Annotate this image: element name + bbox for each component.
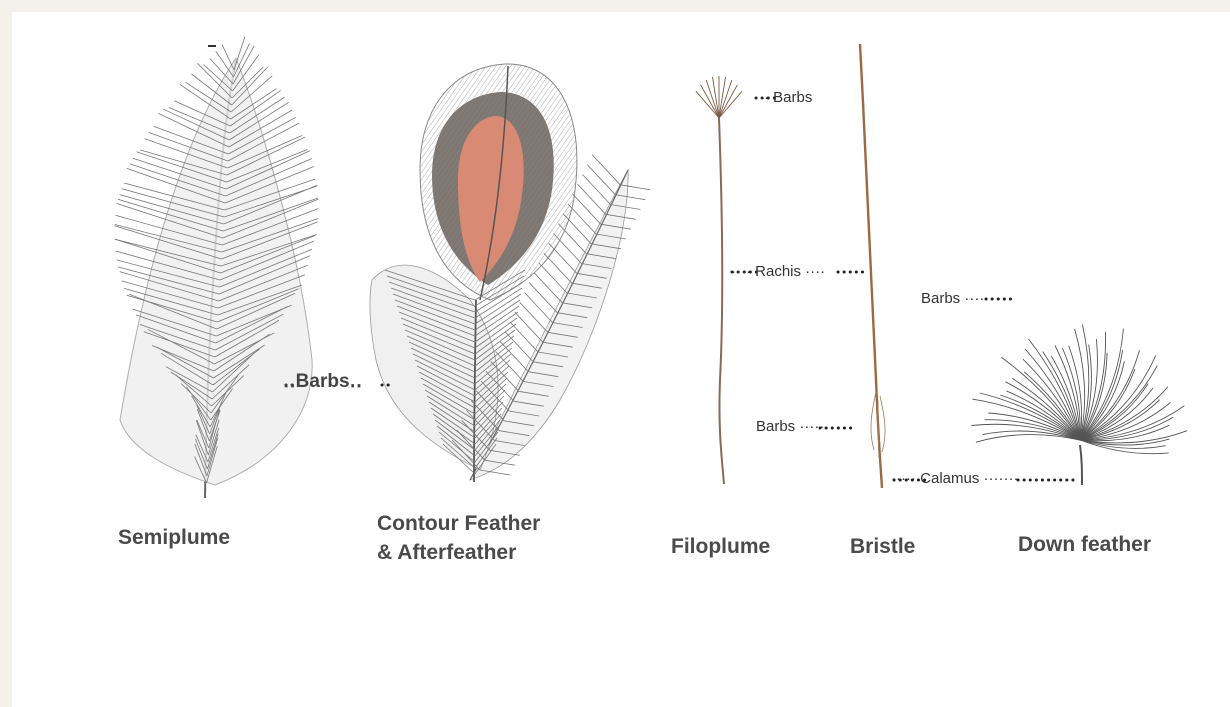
semiplume-label: Semiplume xyxy=(118,523,230,552)
down-barbs-label: Barbs ···· xyxy=(921,290,984,308)
filoplume-label: Filoplume xyxy=(671,532,770,561)
rachis-label: ···· Rachis ···· xyxy=(731,263,825,281)
bristle-label: Bristle xyxy=(850,532,915,561)
contour-feather-drawing xyxy=(370,64,650,482)
down-feather-label: Down feather xyxy=(1018,530,1151,559)
calamus-label: ····· Calamus ······· xyxy=(891,470,1018,488)
semiplume-barbs-label: ‥Barbs‥ xyxy=(283,373,362,391)
bristle-drawing xyxy=(860,44,885,488)
down-feather-drawing xyxy=(971,324,1187,485)
contour-feather-label: Contour Feather & Afterfeather xyxy=(377,509,540,567)
filoplume-barbs-label: ··· Barbs xyxy=(754,89,812,107)
semiplume-drawing xyxy=(115,37,319,498)
bristle-barbs-label: Barbs ····· xyxy=(756,418,824,436)
